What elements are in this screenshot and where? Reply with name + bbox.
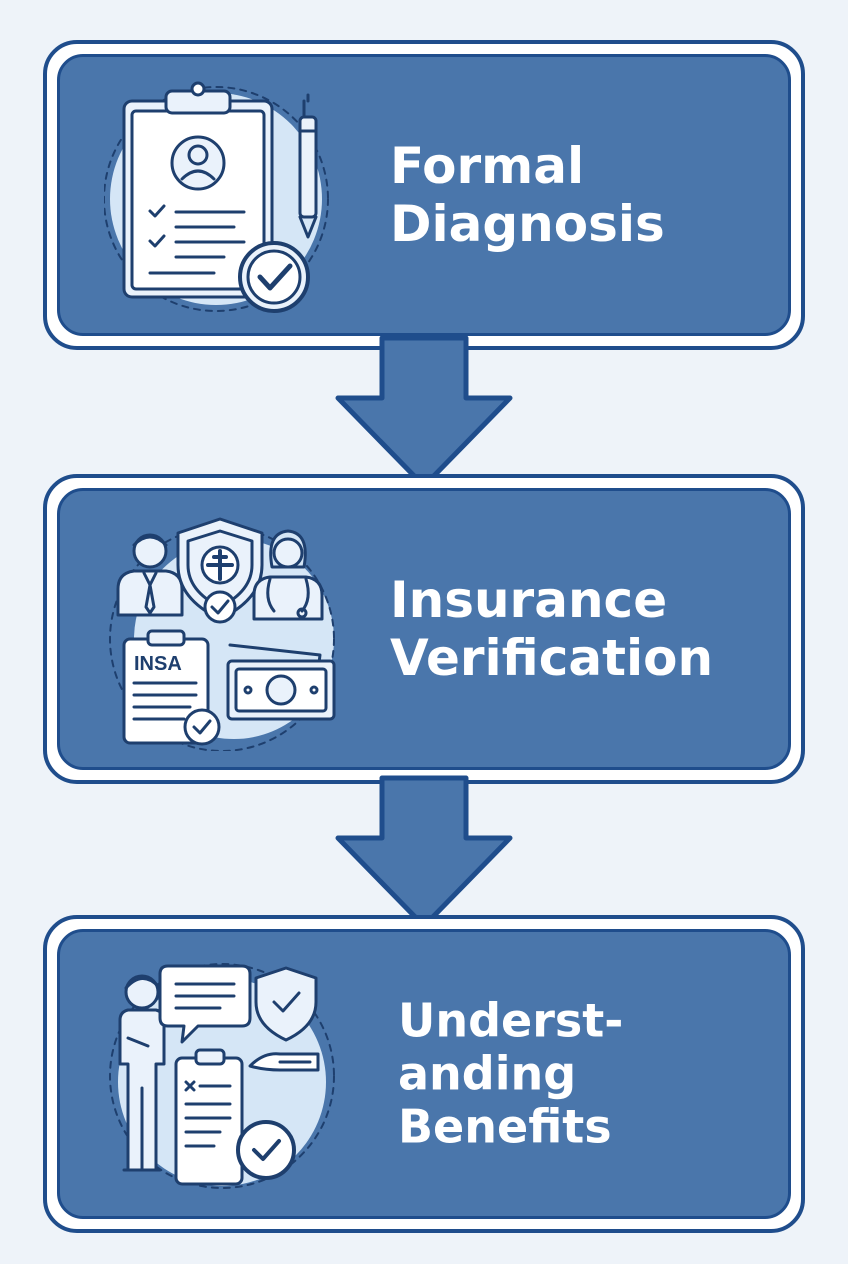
- step-title: Formal Diagnosis: [390, 137, 764, 253]
- insurance-form-label: INSA: [134, 653, 182, 675]
- step-card-understanding-benefits: Underst- anding Benefits: [43, 915, 805, 1233]
- step-title-line: Insurance: [390, 571, 668, 629]
- step-title-line: Verification: [390, 629, 714, 687]
- step-title-line: Formal: [390, 137, 585, 195]
- step-title-line: Benefits: [398, 1099, 612, 1154]
- flow-arrow-down: [334, 775, 514, 929]
- step-card-insurance-verification: INSA Insurance Verification: [43, 474, 805, 784]
- clipboard-check-icon: [104, 81, 340, 317]
- step-card-body: Formal Diagnosis: [57, 54, 791, 336]
- insurance-verification-icon: INSA: [104, 515, 340, 751]
- flow-arrow-down: [334, 335, 514, 489]
- step-title-line: Underst-: [398, 993, 624, 1048]
- benefits-consultation-icon: [104, 958, 340, 1194]
- step-title-line: Diagnosis: [390, 195, 665, 253]
- step-title: Underst- anding Benefits: [398, 993, 764, 1154]
- step-card-formal-diagnosis: Formal Diagnosis: [43, 40, 805, 350]
- step-title: Insurance Verification: [390, 571, 764, 687]
- step-title-line: anding: [398, 1046, 577, 1101]
- step-card-body: INSA Insurance Verification: [57, 488, 791, 770]
- step-card-body: Underst- anding Benefits: [57, 929, 791, 1219]
